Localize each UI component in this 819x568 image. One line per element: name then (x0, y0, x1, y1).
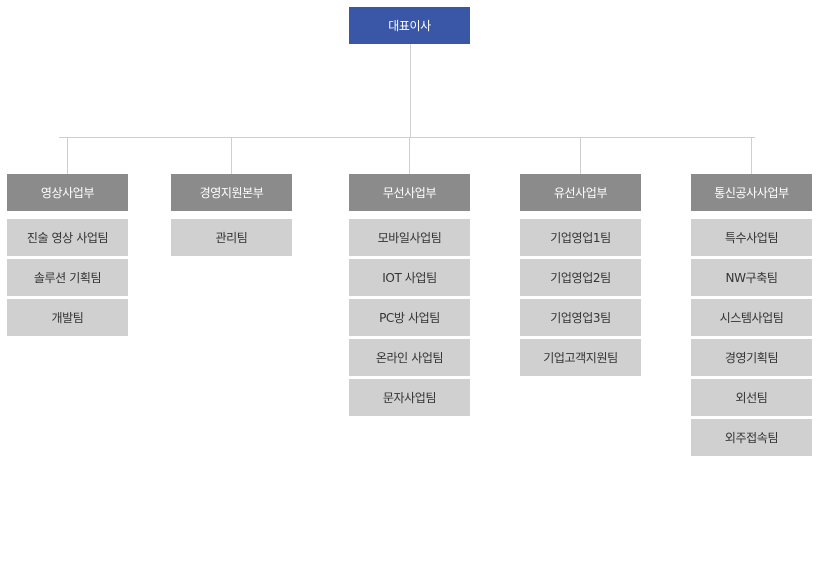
division-drop-connector (751, 137, 752, 174)
division-label: 통신공사사업부 (714, 186, 789, 200)
team-box: 온라인 사업팀 (349, 339, 470, 376)
team-label: 기업영업2팀 (550, 271, 611, 285)
team-box: NW구축팀 (691, 259, 812, 296)
team-box: 시스템사업팀 (691, 299, 812, 336)
team-box: 기업영업3팀 (520, 299, 641, 336)
team-box: 문자사업팀 (349, 379, 470, 416)
team-box: 특수사업팀 (691, 219, 812, 256)
division-drop-connector (67, 137, 68, 174)
team-label: 솔루션 기획팀 (33, 271, 102, 285)
team-label: 시스템사업팀 (719, 311, 784, 325)
division-box-video: 영상사업부 (7, 174, 128, 211)
division-box-management-support: 경영지원본부 (171, 174, 292, 211)
team-box: IOT 사업팀 (349, 259, 470, 296)
team-box: 외선팀 (691, 379, 812, 416)
division-box-wireless: 무선사업부 (349, 174, 470, 211)
team-label: IOT 사업팀 (382, 271, 437, 285)
team-box: 모바일사업팀 (349, 219, 470, 256)
team-label: 문자사업팀 (382, 391, 437, 405)
ceo-label: 대표이사 (388, 19, 431, 33)
team-label: NW구축팀 (725, 271, 778, 285)
team-box: 개발팀 (7, 299, 128, 336)
ceo-connector (410, 44, 411, 138)
team-label: 특수사업팀 (724, 231, 779, 245)
team-label: 기업영업3팀 (550, 311, 611, 325)
team-box: 기업영업1팀 (520, 219, 641, 256)
division-drop-connector (231, 137, 232, 174)
team-label: 외선팀 (735, 391, 768, 405)
ceo-box: 대표이사 (349, 7, 470, 44)
team-label: 외주접속팀 (724, 431, 779, 445)
division-box-wired: 유선사업부 (520, 174, 641, 211)
team-label: 진술 영상 사업팀 (26, 231, 109, 245)
team-label: PC방 사업팀 (379, 311, 440, 325)
division-label: 영상사업부 (40, 186, 95, 200)
team-label: 온라인 사업팀 (375, 351, 444, 365)
division-label: 유선사업부 (553, 186, 608, 200)
team-box: 관리팀 (171, 219, 292, 256)
team-label: 개발팀 (51, 311, 84, 325)
team-label: 관리팀 (215, 231, 248, 245)
division-drop-connector (409, 137, 410, 174)
team-box: 솔루션 기획팀 (7, 259, 128, 296)
team-label: 모바일사업팀 (377, 231, 442, 245)
division-label: 무선사업부 (382, 186, 437, 200)
team-box: 경영기획팀 (691, 339, 812, 376)
team-label: 경영기획팀 (724, 351, 779, 365)
team-label: 기업영업1팀 (550, 231, 611, 245)
team-box: PC방 사업팀 (349, 299, 470, 336)
division-connector-bar (59, 137, 755, 138)
division-label: 경영지원본부 (199, 186, 264, 200)
team-box: 기업고객지원팀 (520, 339, 641, 376)
team-box: 진술 영상 사업팀 (7, 219, 128, 256)
division-box-telecom-construction: 통신공사사업부 (691, 174, 812, 211)
team-box: 기업영업2팀 (520, 259, 641, 296)
team-box: 외주접속팀 (691, 419, 812, 456)
team-label: 기업고객지원팀 (543, 351, 618, 365)
division-drop-connector (580, 137, 581, 174)
